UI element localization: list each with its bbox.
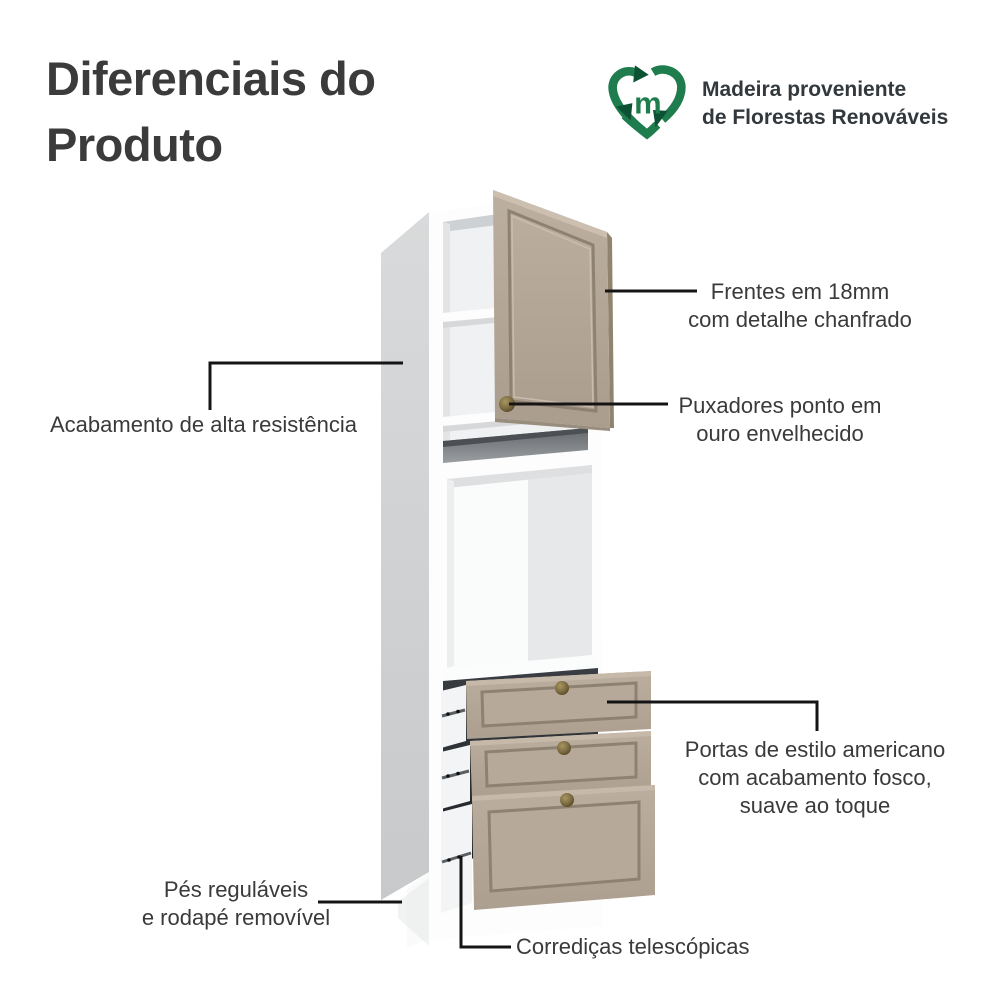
- cabinet-door-open: [493, 190, 614, 431]
- callout-frentes: Frentes em 18mm com detalhe chanfrado: [640, 278, 960, 334]
- leader-acabamento: [208, 361, 403, 410]
- eco-badge-line1: Madeira proveniente: [702, 78, 907, 101]
- callout-puxadores-line2: ouro envelhecido: [696, 421, 864, 446]
- callout-frentes-line1: Frentes em 18mm: [710, 279, 890, 304]
- callout-pes-line2: e rodapé removível: [141, 905, 331, 930]
- callout-lines: [208, 289, 819, 949]
- drawer-2: [441, 731, 651, 809]
- eco-badge-text: Madeira proveniente de Florestas Renováv…: [702, 76, 948, 132]
- callout-portas-line1: Portas de estilo americano: [684, 737, 946, 762]
- callout-acabamento: Acabamento de alta resistência: [50, 411, 410, 439]
- callout-puxadores: Puxadores ponto em ouro envelhecido: [625, 392, 935, 448]
- callout-corredicas-line1: Corrediças telescópicas: [516, 934, 750, 959]
- callout-pes-line1: Pés reguláveis: [163, 877, 309, 902]
- badge-monogram: m: [634, 85, 662, 120]
- leader-portas: [607, 700, 819, 731]
- callout-acabamento-line1: Acabamento de alta resistência: [50, 412, 357, 437]
- callout-portas-line2: com acabamento fosco,: [698, 765, 932, 790]
- page-title: Diferenciais do Produto: [46, 46, 566, 178]
- page-title-line2: Produto: [46, 118, 223, 171]
- recycle-heart-icon: m: [608, 65, 686, 140]
- eco-badge-line2: de Florestas Renováveis: [702, 106, 949, 129]
- drawer-3: [441, 785, 655, 913]
- callout-portas-line3: suave ao toque: [739, 793, 891, 818]
- callout-puxadores-line1: Puxadores ponto em: [678, 393, 882, 418]
- callout-pes: Pés reguláveis e rodapé removível: [86, 876, 386, 932]
- page-title-line1: Diferenciais do: [46, 52, 376, 105]
- callout-corredicas: Corrediças telescópicas: [516, 933, 816, 961]
- leader-corredicas: [459, 856, 511, 949]
- drawer-1: [441, 671, 651, 748]
- callout-frentes-line2: com detalhe chanfrado: [688, 307, 912, 332]
- door-knob: [499, 396, 515, 412]
- callout-portas: Portas de estilo americano com acabament…: [650, 736, 980, 820]
- eco-badge: m Madeira proveniente de Florestas Renov…: [604, 60, 948, 148]
